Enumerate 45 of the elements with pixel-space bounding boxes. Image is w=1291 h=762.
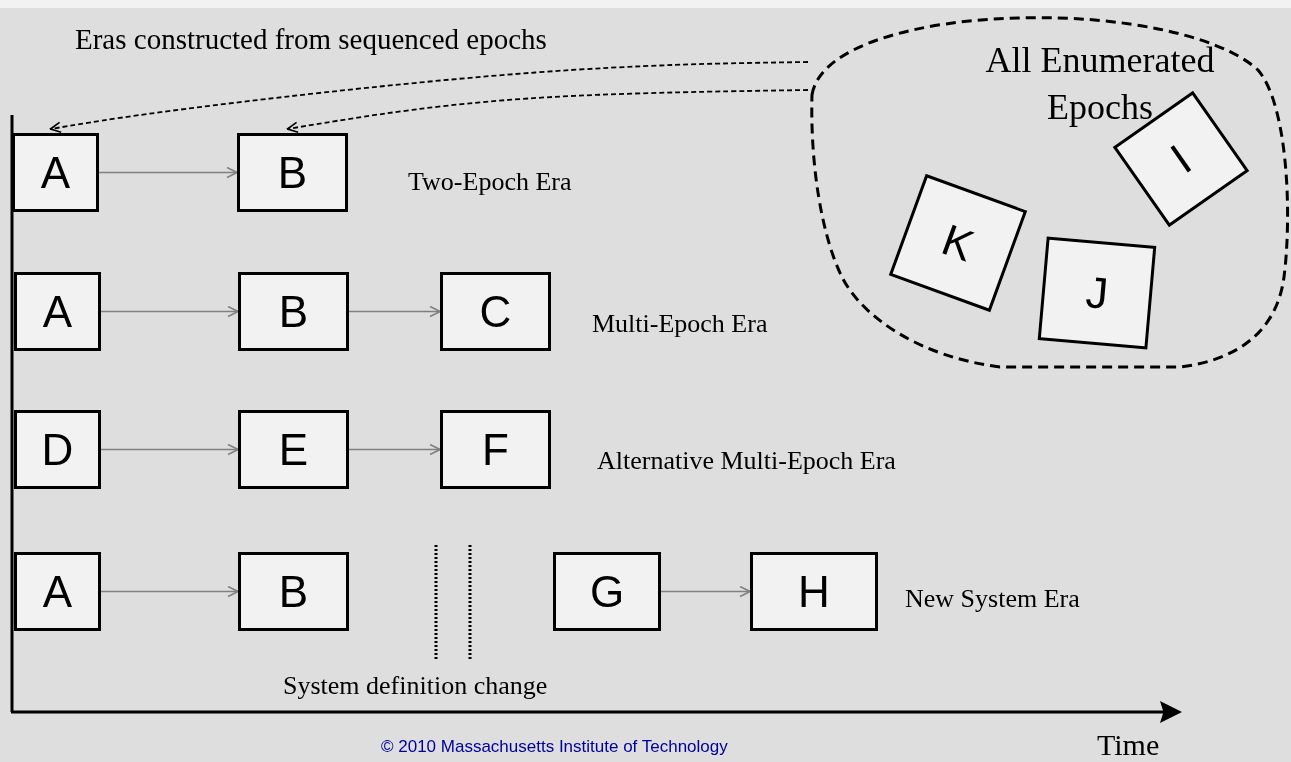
epoch-box: [238, 410, 349, 489]
arrow: [100, 585, 239, 598]
epoch-box: [12, 133, 99, 212]
epoch-letter: E: [278, 427, 309, 472]
epoch-box: [440, 410, 551, 489]
epoch-letter: K: [936, 217, 980, 269]
epoch-letter: B: [278, 289, 309, 334]
epoch-letter: A: [42, 289, 73, 334]
epoch-box: [238, 272, 349, 351]
epoch-box: [750, 552, 878, 631]
dashed-arrow: [286, 89, 809, 134]
arrow: [100, 443, 239, 456]
epoch-letter: A: [40, 150, 71, 195]
arrow: [660, 585, 751, 598]
era-label: Two-Epoch Era: [408, 168, 572, 197]
epoch-letter: B: [278, 569, 309, 614]
epoch-letter: C: [479, 289, 512, 334]
era-label: Alternative Multi-Epoch Era: [597, 447, 896, 476]
epoch-box: [14, 410, 101, 489]
epoch-box: [238, 552, 349, 631]
arrow: [98, 166, 238, 179]
axis-label: Time: [1097, 728, 1160, 761]
epoch-letter: F: [482, 427, 509, 472]
epoch-box: [553, 552, 661, 631]
epoch-box: [14, 552, 101, 631]
annotation-text: Eras constructed from sequenced epochs: [75, 24, 547, 56]
era-label: Multi-Epoch Era: [592, 310, 768, 339]
arrow: [100, 305, 239, 318]
epoch-letter: D: [41, 427, 74, 472]
epoch-box: [14, 272, 101, 351]
epoch-letter: J: [1084, 270, 1110, 316]
cloud-title: All Enumerated Epochs: [984, 39, 1216, 129]
arrow: [348, 443, 441, 456]
dashed-arrow: [49, 61, 809, 134]
epoch-box: [440, 272, 551, 351]
epoch-letter: H: [798, 569, 830, 614]
era-label: System definition change: [283, 672, 548, 701]
copyright-notice: © 2010 Massachusetts Institute of Technology: [381, 738, 728, 757]
era-label: New System Era: [905, 585, 1080, 614]
arrow: [348, 305, 441, 318]
epoch-box: [237, 133, 348, 212]
epoch-letter: B: [277, 150, 308, 195]
epoch-letter: A: [42, 569, 73, 614]
epoch-letter: I: [1163, 137, 1199, 181]
epoch-letter: G: [589, 569, 625, 614]
